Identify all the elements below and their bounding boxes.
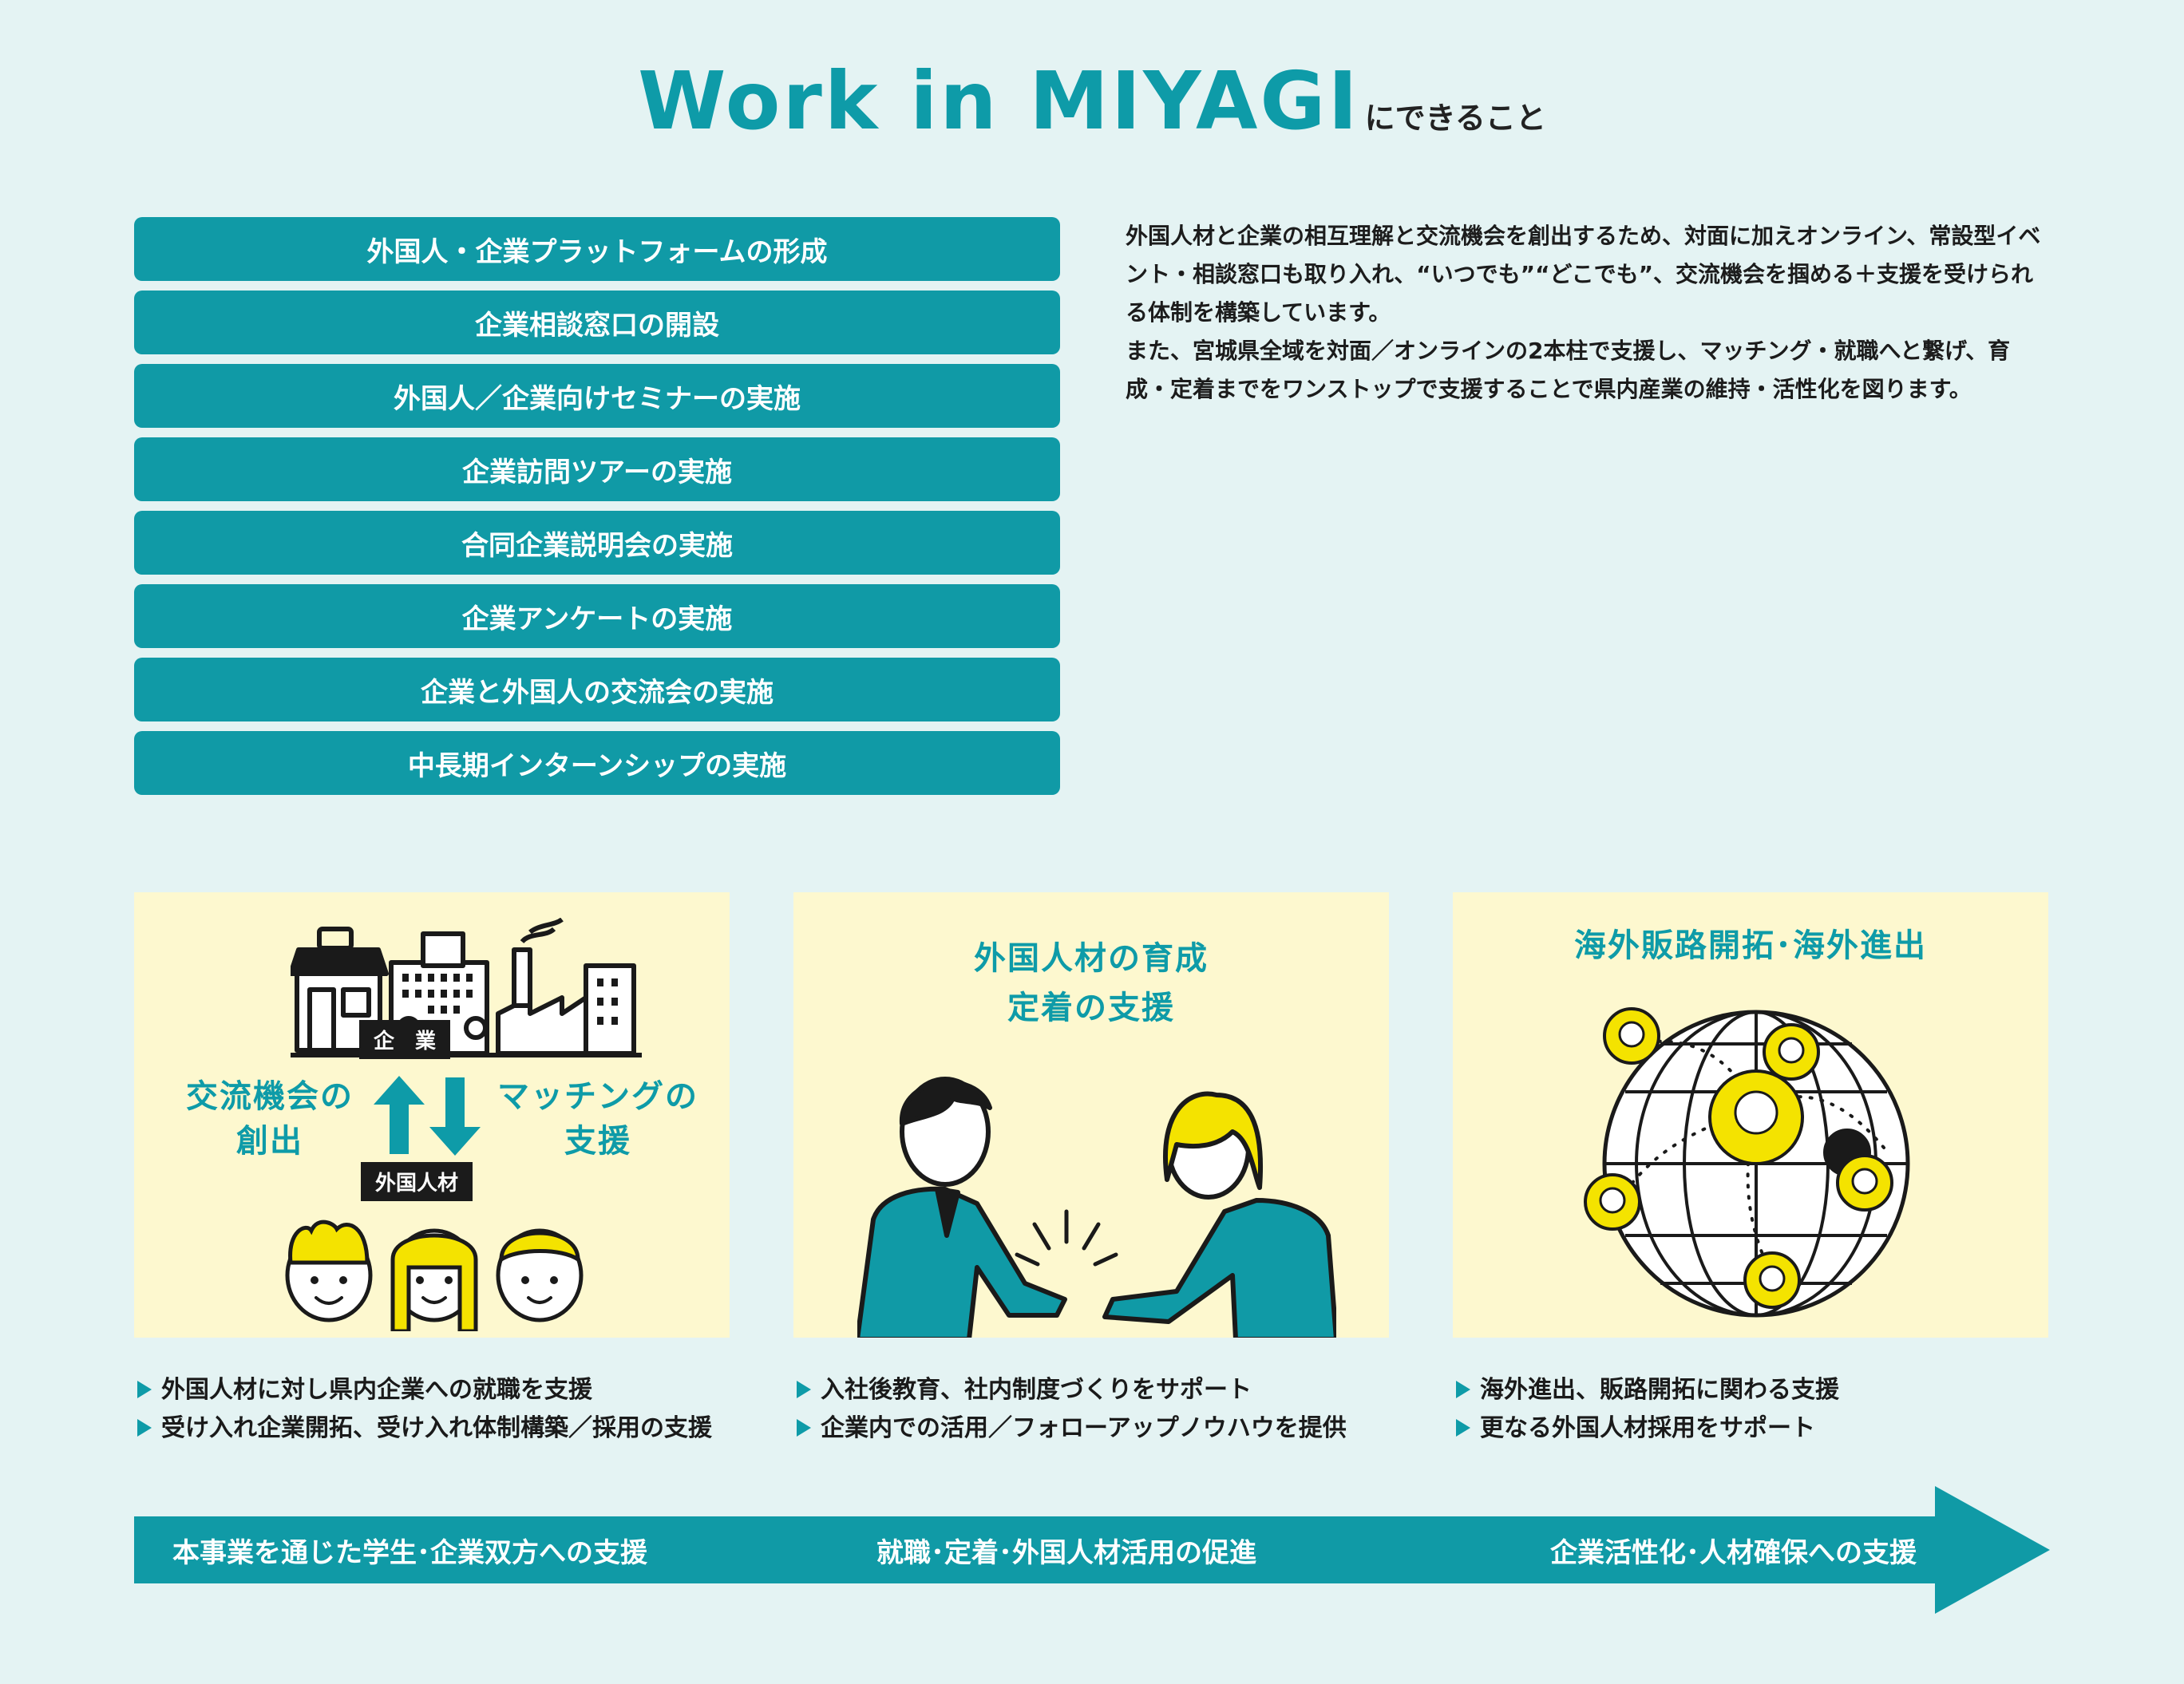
menu-button-job-fair[interactable]: 合同企業説明会の実施: [134, 511, 1060, 575]
right-label: マッチングの 支援: [497, 1078, 698, 1160]
progress-arrow: [134, 1486, 2050, 1614]
menu-button-internship[interactable]: 中長期インターンシップの実施: [134, 731, 1060, 795]
panel-2-title: 外国人材の育成 定着の支援: [974, 940, 1209, 1026]
arrow-text-3: 企業活性化･人材確保への支援: [1550, 1537, 1917, 1569]
globe-network-illustration: [1584, 1007, 1910, 1318]
title-main: Work in MIYAGI: [638, 54, 1360, 148]
arrow-text-2: 就職･定着･外国人材活用の促進: [876, 1537, 1256, 1569]
two-way-arrows-icon: [374, 1076, 481, 1156]
list-item: 受け入れ企業開拓、受け入れ体制構築／採用の支援: [137, 1409, 744, 1448]
list-item: 外国人材に対し県内企業への就職を支援: [137, 1371, 744, 1409]
arrow-text-1: 本事業を通じた学生･企業双方への支援: [172, 1537, 647, 1569]
panel-retention: 外国人材の育成 定着の支援: [793, 892, 1389, 1338]
title-sub: にできること: [1364, 101, 1546, 136]
panel-3-bullets: 海外進出、販路開拓に関わる支援 更なる外国人材採用をサポート: [1456, 1371, 2063, 1448]
list-item: 海外進出、販路開拓に関わる支援: [1456, 1371, 2063, 1409]
menu-button-seminar[interactable]: 外国人／企業向けセミナーの実施: [134, 364, 1060, 428]
left-label: 交流機会の 創出: [186, 1078, 354, 1160]
menu-button-platform[interactable]: 外国人・企業プラットフォームの形成: [134, 217, 1060, 281]
company-tag: 企 業: [359, 1020, 451, 1059]
menu-button-exchange[interactable]: 企業と外国人の交流会の実施: [134, 658, 1060, 721]
list-item: 入社後教育、社内制度づくりをサポート: [797, 1371, 1403, 1409]
menu-button-consultation[interactable]: 企業相談窓口の開設: [134, 291, 1060, 354]
people-faces-illustration: [285, 1220, 584, 1331]
description: 外国人材と企業の相互理解と交流機会を創出するため、対面に加えオンライン、常設型イ…: [1126, 217, 2051, 409]
panel-1-bullets: 外国人材に対し県内企業への就職を支援 受け入れ企業開拓、受け入れ体制構築／採用の…: [137, 1371, 744, 1448]
panel-2-bullets: 入社後教育、社内制度づくりをサポート 企業内での活用／フォローアップノウハウを提…: [797, 1371, 1403, 1448]
list-item: 企業内での活用／フォローアップノウハウを提供: [797, 1409, 1403, 1448]
panel-overseas: 海外販路開拓･海外進出: [1453, 892, 2048, 1338]
list-item: 更なる外国人材採用をサポート: [1456, 1409, 2063, 1448]
panel-matching: 企 業 交流機会の 創出 マッチングの 支援 外国人材: [134, 892, 730, 1338]
description-paragraph-2: また、宮城県全域を対面／オンラインの2本柱で支援し、マッチング・就職へと繋げ、育…: [1126, 338, 2011, 402]
description-paragraph-1: 外国人材と企業の相互理解と交流機会を創出するため、対面に加えオンライン、常設型イ…: [1126, 223, 2041, 326]
menu-button-survey[interactable]: 企業アンケートの実施: [134, 584, 1060, 648]
foreign-talent-tag: 外国人材: [361, 1162, 473, 1201]
handshake-illustration: [857, 1077, 1336, 1338]
service-menu: 外国人・企業プラットフォームの形成 企業相談窓口の開設 外国人／企業向けセミナー…: [134, 217, 1060, 804]
menu-button-tour[interactable]: 企業訪問ツアーの実施: [134, 437, 1060, 501]
panel-3-title: 海外販路開拓･海外進出: [1574, 927, 1927, 964]
